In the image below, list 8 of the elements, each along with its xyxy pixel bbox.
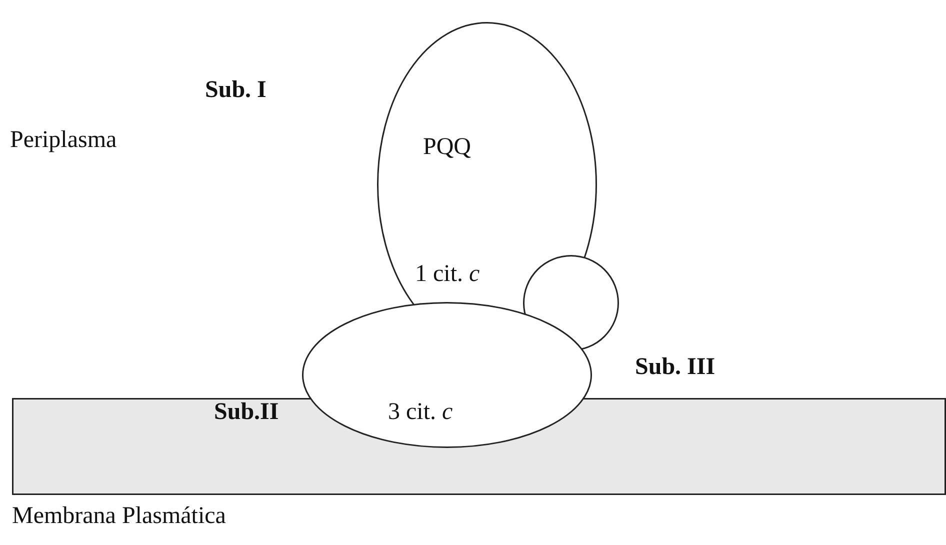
subunit-label: Sub.II [214,400,279,424]
membrane-label: Membrana Plasmática [12,504,226,528]
subunit-label: Sub. I [205,78,266,102]
cofactor-label: 1 cit. c [415,262,480,286]
cofactor-label: PQQ [423,135,472,159]
cofactor-label: 3 cit. c [388,400,453,424]
subunit-label: Sub. III [635,355,716,379]
region-label: Periplasma [10,128,117,152]
